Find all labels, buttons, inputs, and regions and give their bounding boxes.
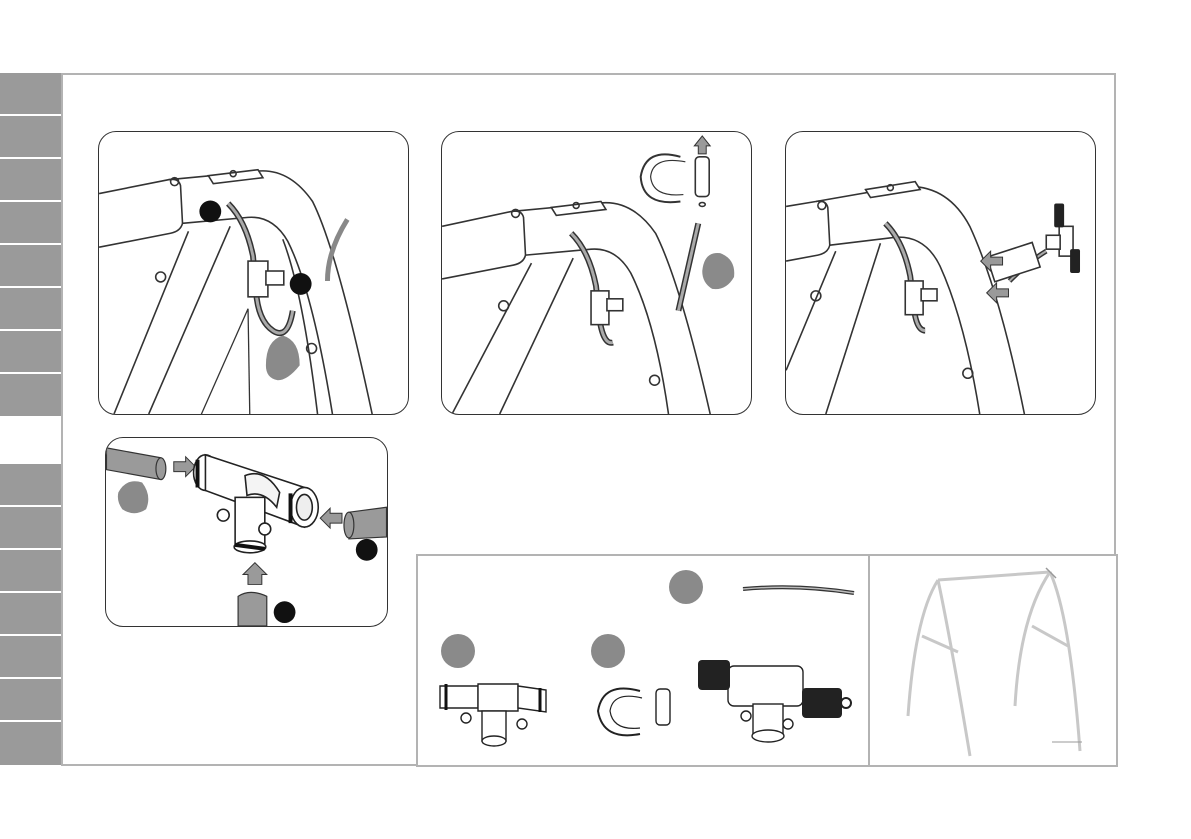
arrow-right-icon xyxy=(174,457,196,477)
step-2-panel xyxy=(441,131,752,415)
side-tabs-top xyxy=(0,73,61,418)
side-tab[interactable] xyxy=(0,722,61,765)
side-tab[interactable] xyxy=(0,464,61,507)
side-tab[interactable] xyxy=(0,73,61,116)
parts-box xyxy=(416,554,870,767)
side-tab[interactable] xyxy=(0,550,61,593)
parts-illustration xyxy=(418,556,872,769)
step-1-panel xyxy=(98,131,409,415)
arrow-left-icon xyxy=(320,508,342,528)
arrow-up-icon xyxy=(243,563,267,585)
side-tab[interactable] xyxy=(0,679,61,722)
side-tab[interactable] xyxy=(0,636,61,679)
side-tab[interactable] xyxy=(0,202,61,245)
overview-box xyxy=(868,554,1118,767)
side-tab[interactable] xyxy=(0,159,61,202)
step-3-panel xyxy=(785,131,1096,415)
side-tab[interactable] xyxy=(0,288,61,331)
side-tab[interactable] xyxy=(0,507,61,550)
side-tabs-bottom xyxy=(0,464,61,765)
step-3-illustration xyxy=(786,132,1095,414)
side-tab[interactable] xyxy=(0,331,61,374)
side-tab[interactable] xyxy=(0,374,61,418)
detail-panel xyxy=(105,437,388,627)
swing-frame-overview xyxy=(870,556,1120,769)
step-1-illustration xyxy=(99,132,408,414)
step-2-illustration xyxy=(442,132,751,414)
side-tab[interactable] xyxy=(0,593,61,636)
side-tab[interactable] xyxy=(0,116,61,159)
arrow-left-icon xyxy=(987,283,1009,303)
detail-illustration xyxy=(106,438,387,626)
arrow-up-icon xyxy=(694,136,710,154)
side-tab[interactable] xyxy=(0,245,61,288)
